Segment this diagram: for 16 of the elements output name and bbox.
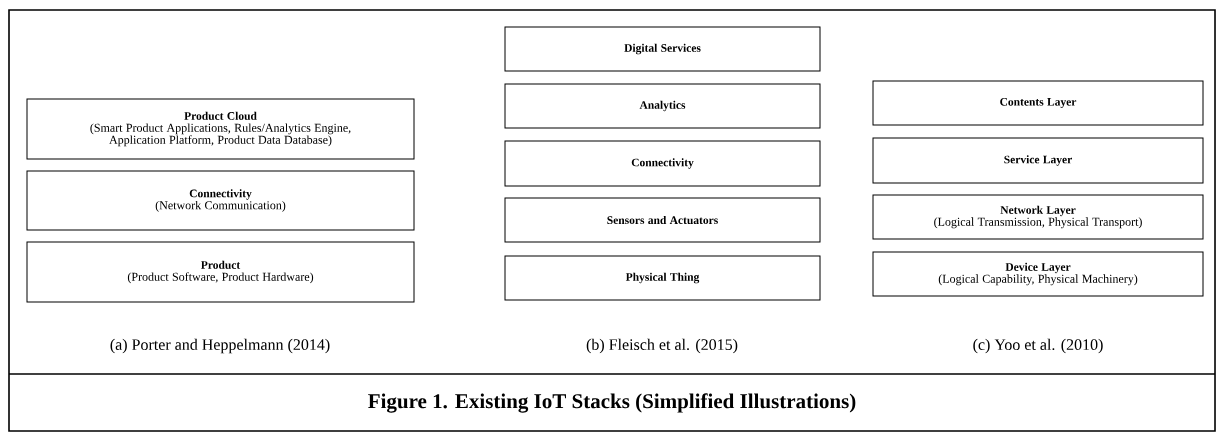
layer-box: Product Cloud (Smart Product Applications, Rules/Analytics Engine, Application Platform, Product Data Database): [26, 98, 415, 160]
layer-box: Physical Thing: [504, 255, 821, 301]
layer-box: Digital Services: [504, 26, 821, 72]
figure-caption: Figure 1. Existing IoT Stacks (Simplified Illustrations): [368, 393, 856, 413]
subfigure-caption: (b) Fleisch et al. (2015): [586, 338, 738, 354]
layer-box: Product (Product Software, Product Hardware): [26, 241, 415, 303]
layer-box: Device Layer (Logical Capability, Physical Machinery): [872, 251, 1204, 297]
layer-box: Connectivity: [504, 140, 821, 187]
subfigure-caption: (c) Yoo et al. (2010): [973, 338, 1103, 354]
layer-box: Sensors and Actuators: [504, 197, 821, 243]
layer-box: Analytics: [504, 83, 821, 129]
subfigure-caption: (a) Porter and Heppelmann (2014): [110, 338, 330, 354]
layer-box: Contents Layer: [872, 80, 1204, 126]
layer-box: Connectivity (Network Communication): [26, 170, 415, 231]
layer-box: Network Layer (Logical Transmission, Physical Transport): [872, 194, 1204, 240]
layer-box: Service Layer: [872, 137, 1204, 184]
